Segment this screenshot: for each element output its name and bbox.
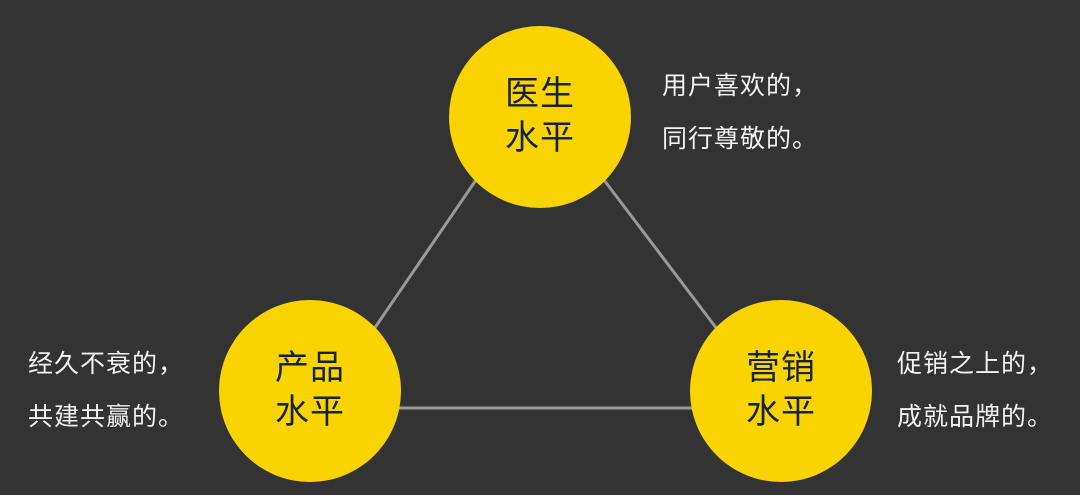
node-marketing: 营销 水平 bbox=[690, 300, 872, 482]
node-doctor: 医生 水平 bbox=[449, 26, 631, 208]
caption-marketing-line1: 促销之上的， bbox=[897, 350, 1054, 378]
node-product-line2: 水平 bbox=[275, 393, 345, 431]
caption-product-line1: 经久不衰的， bbox=[28, 350, 185, 378]
node-doctor-line2: 水平 bbox=[505, 119, 575, 157]
caption-doctor-line2: 同行尊敬的。 bbox=[662, 125, 819, 153]
node-marketing-line1: 营销 bbox=[746, 349, 816, 388]
node-product-line1: 产品 bbox=[275, 349, 345, 388]
caption-marketing-line2: 成就品牌的。 bbox=[897, 403, 1054, 431]
node-product: 产品 水平 bbox=[219, 300, 401, 482]
node-marketing-line2: 水平 bbox=[746, 393, 816, 431]
node-doctor-line1: 医生 bbox=[505, 75, 575, 114]
edge-doctor-to-marketing bbox=[602, 178, 719, 331]
caption-product-line2: 共建共赢的。 bbox=[28, 403, 185, 431]
edge-product-to-doctor bbox=[372, 178, 478, 331]
caption-marketing: 促销之上的， 成就品牌的。 bbox=[897, 338, 1053, 444]
caption-product: 经久不衰的， 共建共赢的。 bbox=[28, 338, 184, 444]
caption-doctor: 用户喜欢的， 同行尊敬的。 bbox=[662, 60, 818, 166]
caption-doctor-line1: 用户喜欢的， bbox=[662, 72, 819, 100]
